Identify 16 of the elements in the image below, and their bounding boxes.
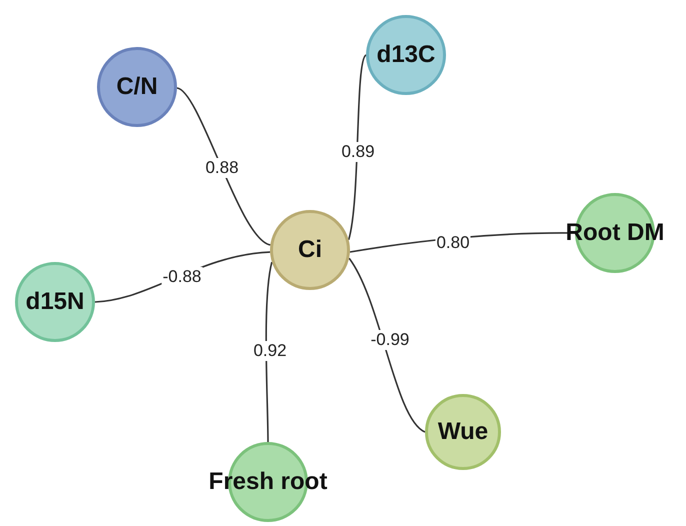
- connector-line: [176, 87, 271, 246]
- node-label: Root DM: [566, 219, 664, 247]
- node-label: C/N: [116, 73, 158, 101]
- edge-label: -0.99: [370, 330, 410, 350]
- edge-label: 0.89: [340, 142, 376, 162]
- edge-label: -0.88: [162, 267, 202, 287]
- node-label: Ci: [298, 236, 322, 264]
- connector-line: [265, 262, 273, 442]
- connector-line: [348, 54, 367, 240]
- connector-line: [348, 258, 426, 433]
- node-label: d15N: [26, 288, 84, 316]
- edge-label: 0.88: [204, 158, 240, 178]
- node-label: d13C: [376, 41, 436, 69]
- node-label: Wue: [438, 418, 488, 446]
- node-label: Fresh root: [208, 468, 328, 496]
- edge-label: 0.92: [252, 341, 288, 361]
